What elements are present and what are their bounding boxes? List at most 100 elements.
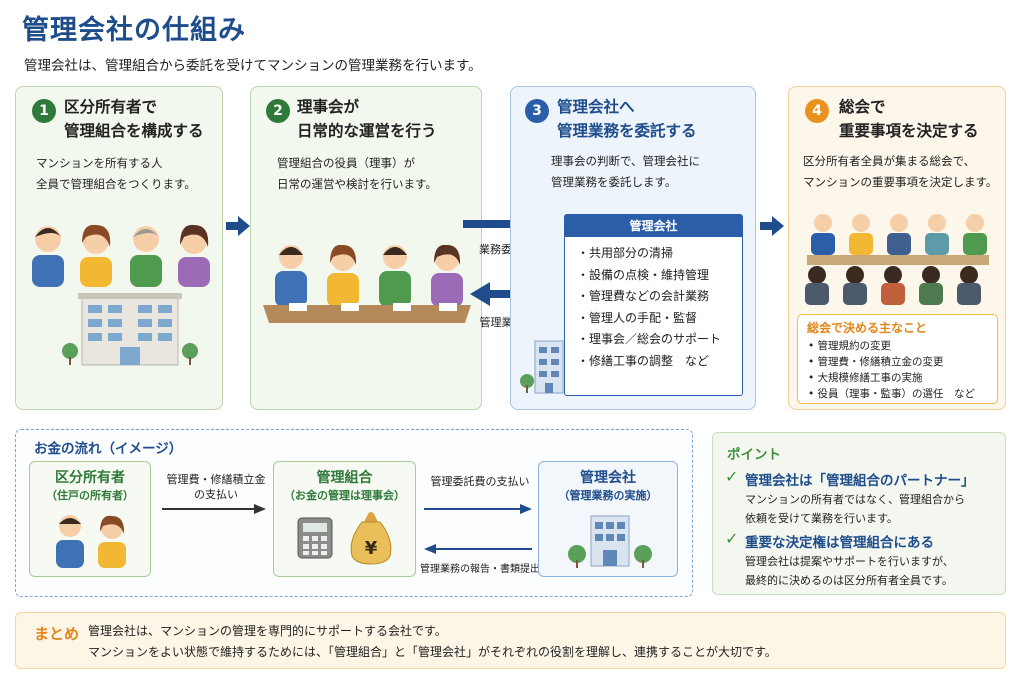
- person-icon: [887, 214, 911, 255]
- step-4-description: 区分所有者全員が集まる総会で、 マンションの重要事項を決定します。: [803, 151, 997, 193]
- union-box: 管理組合 （お金の管理は理事会） ¥: [273, 461, 416, 577]
- payment-1-line2: の支払い: [194, 488, 238, 501]
- check-icon: ✓: [725, 467, 739, 486]
- person-icon: [130, 226, 162, 287]
- union-title: 管理組合: [316, 470, 373, 486]
- owner-title: 区分所有者: [55, 470, 125, 486]
- union-subtitle: （お金の管理は理事会）: [284, 489, 405, 502]
- step-2-desc-line2: 日常の運営や検討を行います。: [277, 177, 437, 191]
- step-2-heading-line1: 理事会が: [297, 98, 360, 116]
- step-2-heading-line2: 日常的な運営を行う: [297, 122, 437, 140]
- list-item: • 役員（理事・監事）の選任 など: [808, 388, 976, 400]
- summary-text: 管理会社は、マンションの管理を専門的にサポートする会社です。 マンションをよい状…: [88, 621, 777, 663]
- arrow-right-icon: [226, 216, 250, 236]
- owner-box: 区分所有者 （住戸の所有者）: [29, 461, 151, 577]
- step-2-desc-line1: 管理組合の役員（理事）が: [277, 156, 415, 170]
- point-1-description: マンションの所有者ではなく、管理組合から 依頼を受けて業務を行います。: [745, 490, 965, 528]
- step-2-number: 2: [266, 99, 290, 123]
- page-title: 管理会社の仕組み: [22, 15, 246, 46]
- step-2-description: 管理組合の役員（理事）が 日常の運営や検討を行います。: [277, 153, 437, 195]
- step-2-heading: 理事会が 日常的な運営を行う: [297, 95, 437, 143]
- step-1-number: 1: [32, 99, 56, 123]
- step-1-desc-line2: 全員で管理組合をつくります。: [36, 177, 196, 191]
- board-meeting-illustration: [263, 244, 471, 323]
- person-icon: [178, 224, 210, 287]
- point-2-description: 管理会社は提案やサポートを行いますが、 最終的に決めるのは区分所有者全員です。: [745, 552, 954, 590]
- person-icon: [327, 244, 359, 307]
- step-1-heading-line1: 区分所有者で: [64, 98, 158, 116]
- page-subtitle: 管理会社は、管理組合から委託を受けてマンションの管理業務を行います。: [24, 58, 482, 74]
- summary-section: まとめ 管理会社は、マンションの管理を専門的にサポートする会社です。 マンション…: [15, 612, 1006, 669]
- person-icon: [849, 214, 873, 255]
- step-1-heading-line2: 管理組合を構成する: [64, 122, 204, 140]
- person-icon: [32, 226, 64, 287]
- step-4-heading: 総会で 重要事項を決定する: [839, 95, 979, 143]
- person-icon: [275, 245, 307, 307]
- step-3-heading-line2: 管理業務を委託する: [557, 122, 697, 140]
- owners-couple-icon: [56, 515, 126, 568]
- step-3-number: 3: [525, 99, 549, 123]
- company-title: 管理会社: [580, 470, 636, 486]
- money-bag-icon: ¥: [350, 512, 392, 565]
- arrow-right-icon: [760, 216, 784, 236]
- step-1-card: 1 区分所有者で 管理組合を構成する マンションを所有する人 全員で管理組合をつ…: [15, 86, 223, 410]
- list-item: ・管理人の手配・監督: [577, 310, 698, 325]
- person-icon: [379, 245, 411, 307]
- point-1-line1: マンションの所有者ではなく、管理組合から: [745, 493, 965, 506]
- step-3-description: 理事会の判断で、管理会社に 管理業務を委託します。: [551, 151, 700, 193]
- list-item: ・理事会／総会のサポート: [577, 332, 722, 346]
- step-1-desc-line1: マンションを所有する人: [36, 156, 163, 170]
- owner-subtitle: （住戸の所有者）: [46, 489, 134, 502]
- owners-illustration: [32, 224, 210, 366]
- payment-1-line1: 管理費・修繕積立金: [166, 473, 266, 486]
- step-2-card: 2 理事会が 日常的な運営を行う 管理組合の役員（理事）が 日常の運営や検討を行…: [250, 86, 482, 410]
- apartment-building-icon: [62, 293, 198, 366]
- point-2-title: 重要な決定権は管理組合にある: [745, 535, 934, 551]
- step-4-heading-line2: 重要事項を決定する: [839, 122, 979, 140]
- step-4-desc-line1: 区分所有者全員が集まる総会で、: [803, 154, 976, 168]
- management-company-tasks: 管理会社 ・共用部分の清掃 ・設備の点検・維持管理 ・管理費などの会計業務 ・管…: [564, 214, 743, 396]
- point-2-line1: 管理会社は提案やサポートを行いますが、: [745, 555, 954, 568]
- person-icon: [80, 224, 112, 287]
- step-3-desc-line2: 管理業務を委託します。: [551, 175, 677, 189]
- point-1-title: 管理会社は「管理組合のパートナー」: [745, 473, 975, 489]
- list-item: • 管理規約の変更: [808, 340, 892, 352]
- decisions-heading: 総会で決める主なこと: [807, 321, 928, 335]
- management-company-heading: 管理会社: [565, 215, 742, 237]
- step-4-desc-line2: マンションの重要事項を決定します。: [803, 175, 998, 189]
- step-4-number: 4: [805, 99, 829, 123]
- money-flow-section: お金の流れ（イメージ） 区分所有者 （住戸の所有者） 管理費・修繕積立金 の支払…: [15, 429, 693, 597]
- management-task-list: ・共用部分の清掃 ・設備の点検・維持管理 ・管理費などの会計業務 ・管理人の手配…: [565, 237, 742, 372]
- company-box: 管理会社 （管理業務の実施）: [538, 461, 678, 577]
- payment-1-label: 管理費・修繕積立金 の支払い: [156, 472, 276, 502]
- person-icon: [431, 244, 463, 307]
- list-item: ・設備の点検・維持管理: [577, 267, 710, 282]
- point-heading: ポイント: [727, 447, 781, 463]
- summary-label: まとめ: [34, 625, 80, 643]
- table-icon: [263, 303, 471, 323]
- list-item: ・管理費などの会計業務: [577, 289, 710, 303]
- decisions-list: • 管理規約の変更 • 管理費・修繕積立金の変更 • 大規模修繕工事の実施 • …: [798, 336, 997, 402]
- money-flow-heading: お金の流れ（イメージ）: [34, 441, 183, 457]
- step-4-heading-line1: 総会で: [839, 98, 886, 116]
- list-item: • 大規模修繕工事の実施: [808, 372, 923, 384]
- point-1-line2: 依頼を受けて業務を行います。: [745, 512, 898, 525]
- arrow-right-icon: [424, 504, 532, 514]
- person-icon: [925, 214, 949, 255]
- list-item: ・共用部分の清掃: [577, 246, 674, 260]
- step-3-desc-line1: 理事会の判断で、管理会社に: [551, 154, 701, 168]
- general-meeting-illustration: [805, 214, 989, 305]
- step-1-heading: 区分所有者で 管理組合を構成する: [64, 95, 204, 143]
- report-label: 管理業務の報告・書類提出: [420, 564, 540, 575]
- arrow-left-icon: [424, 544, 532, 554]
- step-3-heading: 管理会社へ 管理業務を委託する: [557, 95, 697, 143]
- general-meeting-decisions: 総会で決める主なこと • 管理規約の変更 • 管理費・修繕積立金の変更 • 大規…: [797, 314, 998, 404]
- person-icon: [963, 214, 987, 255]
- step-3-heading-line1: 管理会社へ: [557, 98, 635, 116]
- office-building-icon: [568, 515, 652, 568]
- point-section: ポイント ✓ 管理会社は「管理組合のパートナー」 マンションの所有者ではなく、管…: [712, 432, 1006, 595]
- summary-line2: マンションをよい状態で維持するためには、「管理組合」と「管理会社」がそれぞれの役…: [88, 645, 777, 659]
- summary-line1: 管理会社は、マンションの管理を専門的にサポートする会社です。: [88, 624, 447, 638]
- check-icon: ✓: [725, 529, 739, 548]
- arrow-right-icon: [162, 504, 266, 514]
